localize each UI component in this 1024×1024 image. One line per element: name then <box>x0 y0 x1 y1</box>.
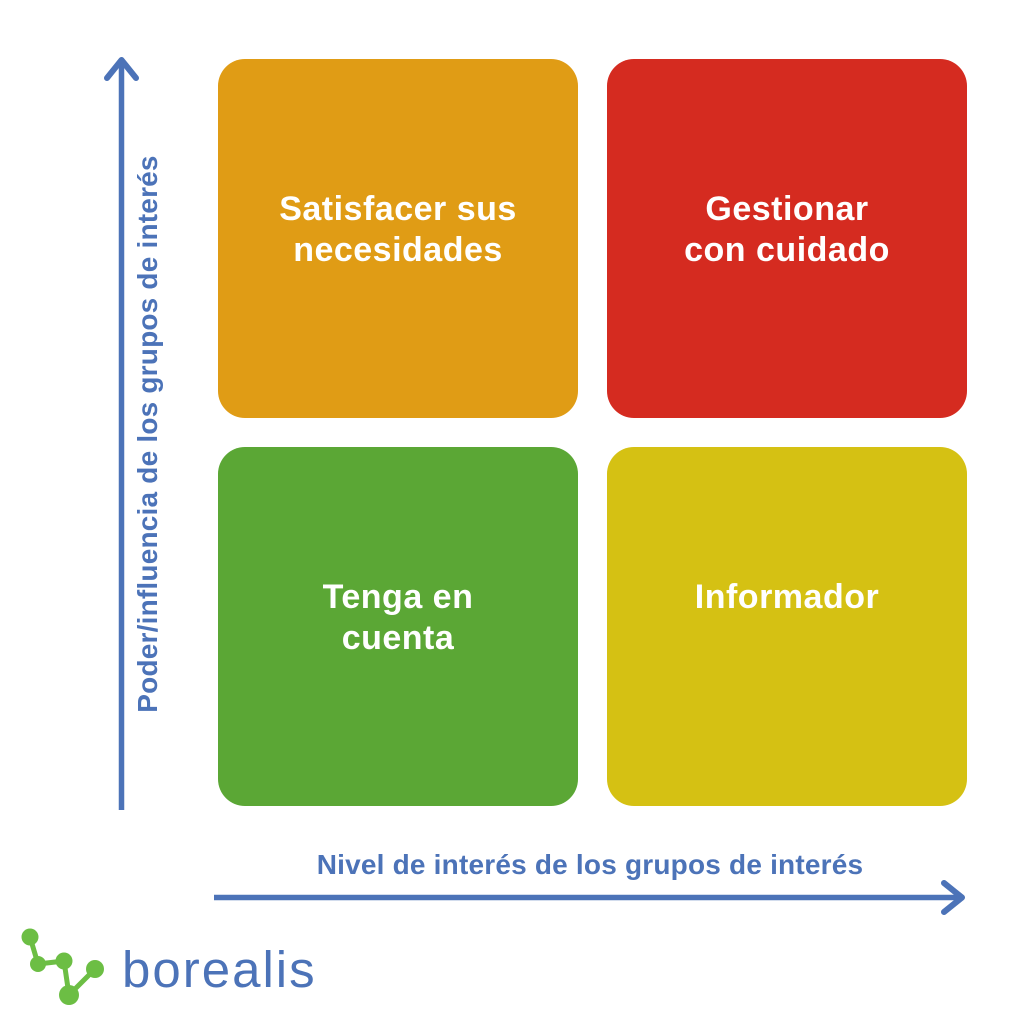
quadrant-top-left: Satisfacer sus necesidades <box>218 59 578 418</box>
quadrant-bottom-left: Tenga en cuenta <box>218 447 578 806</box>
borealis-logo: borealis <box>14 924 334 1020</box>
y-axis-label: Poder/influencia de los grupos de interé… <box>132 155 163 713</box>
x-axis-arrow <box>214 880 965 915</box>
constellation-icon <box>21 928 104 1005</box>
borealis-logo-text: borealis <box>122 941 317 998</box>
quadrant-bottom-right-label: Informador <box>694 578 880 616</box>
logo-icon-dots <box>21 928 104 1005</box>
x-axis-label: Nivel de interés de los grupos de interé… <box>316 849 864 880</box>
quadrant-bottom-right: Informador <box>607 447 967 806</box>
quadrant-top-right: Gestionar con cuidado <box>607 59 967 418</box>
quadrant-bottom-left-label: Tenga en cuenta <box>322 578 474 657</box>
quadrant-top-right-label: Gestionar con cuidado <box>684 190 890 269</box>
quadrant-top-left-label: Satisfacer sus necesidades <box>279 190 517 269</box>
